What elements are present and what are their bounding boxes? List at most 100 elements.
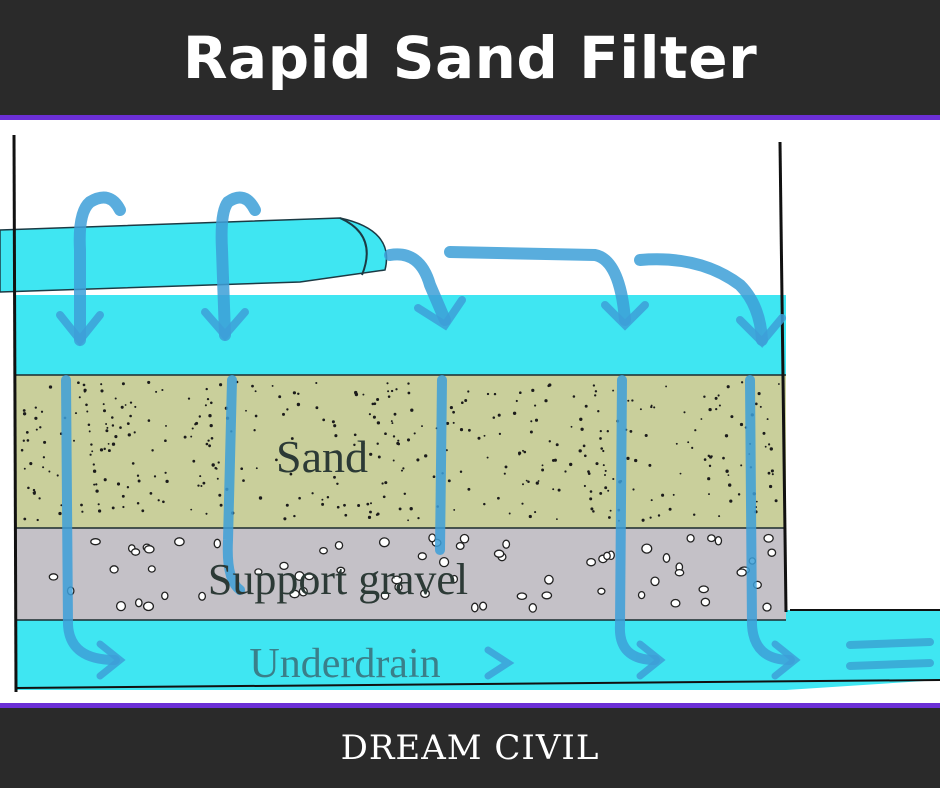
sand-grain <box>98 509 102 513</box>
inlet-flow-arrowheads <box>56 296 786 348</box>
sand-grain <box>492 416 496 419</box>
footer-brand: DREAM CIVIL <box>340 728 600 768</box>
sand-grain <box>334 434 338 438</box>
sand-grain <box>367 515 372 520</box>
sand-grain <box>369 510 372 514</box>
sand-grain <box>187 397 191 400</box>
sand-grain <box>376 442 379 445</box>
flow-arrow-down-1 <box>61 375 120 665</box>
sand-grain <box>583 484 586 488</box>
sand-grain <box>548 440 551 443</box>
sand-grain <box>537 480 540 482</box>
gravel-pebble <box>174 537 185 547</box>
gravel-pebble <box>394 582 403 592</box>
sand-grain <box>564 470 567 473</box>
sand-grain <box>297 392 300 396</box>
sand-grain <box>407 382 410 385</box>
gravel-pebble <box>417 552 427 561</box>
sand-grain <box>42 466 45 469</box>
sand-grain <box>255 467 258 470</box>
sand-grain <box>572 395 576 398</box>
gravel-pebble <box>90 538 101 546</box>
sand-grain <box>754 402 758 406</box>
sand-grain <box>599 429 602 433</box>
sand-grain <box>759 405 762 408</box>
sand-grain <box>336 482 339 486</box>
sand-grain <box>77 381 80 385</box>
tank-right-wall <box>778 141 788 613</box>
sand-grain <box>665 385 668 388</box>
filter-diagram: Sand Support gravel Underdrain <box>0 120 940 703</box>
sand-grain <box>114 435 118 439</box>
sand-grain <box>111 416 114 419</box>
sand-grain <box>740 464 743 467</box>
sand-grain <box>292 391 296 395</box>
sand-grain <box>107 442 110 445</box>
sand-grain <box>205 512 208 515</box>
sand-grain <box>657 514 661 517</box>
sand-grain <box>580 427 584 431</box>
sand-grain <box>116 482 121 486</box>
gravel-pebble <box>336 566 346 574</box>
sand-grain <box>604 486 608 490</box>
sand-grain <box>634 458 638 463</box>
sand-grain <box>164 471 167 474</box>
sand-grain <box>254 414 258 418</box>
sand-grain <box>486 392 490 396</box>
sand-grain <box>343 503 346 507</box>
sand-grain <box>599 491 603 495</box>
sand-grain <box>290 437 294 440</box>
sand-grain <box>449 406 453 410</box>
sand-grain <box>103 478 107 482</box>
gravel-pebble <box>493 549 505 558</box>
sand-grain <box>136 501 140 505</box>
sand-grain <box>89 453 92 456</box>
flow-arrow-down-3 <box>435 375 447 555</box>
filter-diagram-svg: Sand Support gravel Underdrain <box>0 134 940 693</box>
sand-grain <box>467 390 470 393</box>
sand-grain <box>757 392 761 396</box>
sand-grain <box>42 456 46 459</box>
sand-grain <box>216 477 219 480</box>
sand-grain <box>522 483 524 486</box>
sand-grain <box>607 489 610 492</box>
gravel-pebble <box>470 602 479 613</box>
flow-arrow-down-5 <box>745 375 795 665</box>
sand-grain <box>410 408 414 412</box>
sand-grain <box>43 440 47 444</box>
sand-grain <box>602 464 605 467</box>
sand-grain <box>382 495 386 499</box>
sand-grain <box>183 435 187 439</box>
sand-label: Sand <box>276 431 368 482</box>
sand-grain <box>204 404 207 407</box>
sand-grain <box>649 516 652 519</box>
sand-grain <box>632 488 635 491</box>
gravel-pebble <box>674 568 685 577</box>
sand-grain <box>459 428 464 432</box>
sand-grain <box>111 442 116 446</box>
sand-grain <box>694 429 697 432</box>
sand-grain <box>82 383 86 387</box>
sand-grain <box>32 488 36 492</box>
sand-grain <box>164 439 167 443</box>
sand-grain <box>602 449 605 453</box>
sand-grain <box>724 434 729 438</box>
sand-grain <box>48 470 51 473</box>
sand-grain <box>639 408 642 411</box>
sand-grain <box>78 396 81 399</box>
gravel-pebble <box>143 545 155 554</box>
sand-grain <box>592 384 596 387</box>
sand-grain <box>770 469 774 473</box>
flow-arrow-overflow-3 <box>634 253 768 346</box>
sand-grain <box>570 425 573 428</box>
sand-grain <box>683 411 686 414</box>
sand-grain <box>149 492 153 495</box>
gravel-label: Support gravel <box>208 555 468 604</box>
sand-grain <box>767 471 771 475</box>
sand-grain <box>242 479 245 482</box>
sand-grain <box>597 410 600 413</box>
sand-grain <box>111 424 115 427</box>
sand-grain <box>102 409 107 413</box>
filtration-flow-arrowheads <box>96 640 801 680</box>
sand-grain <box>589 490 593 493</box>
